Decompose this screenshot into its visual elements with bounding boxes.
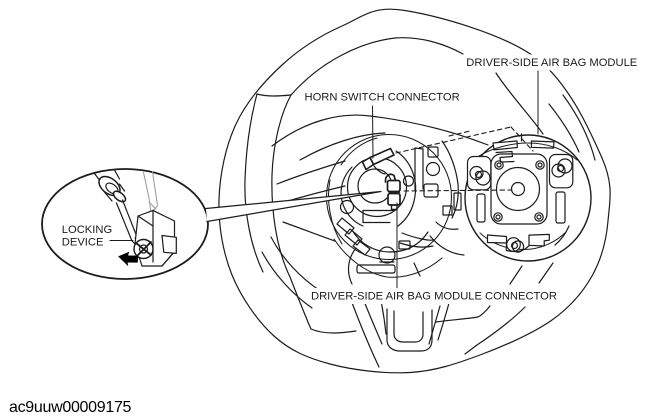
svg-text:LOCKING: LOCKING (62, 224, 112, 236)
svg-text:DEVICE: DEVICE (62, 236, 104, 248)
svg-text:DRIVER-SIDE AIR BAG MODULE CON: DRIVER-SIDE AIR BAG MODULE CONNECTOR (311, 290, 557, 302)
svg-text:DRIVER-SIDE AIR BAG MODULE: DRIVER-SIDE AIR BAG MODULE (466, 57, 637, 69)
svg-text:ac9uuw00009175: ac9uuw00009175 (9, 399, 132, 416)
svg-text:HORN SWITCH CONNECTOR: HORN SWITCH CONNECTOR (305, 92, 460, 104)
